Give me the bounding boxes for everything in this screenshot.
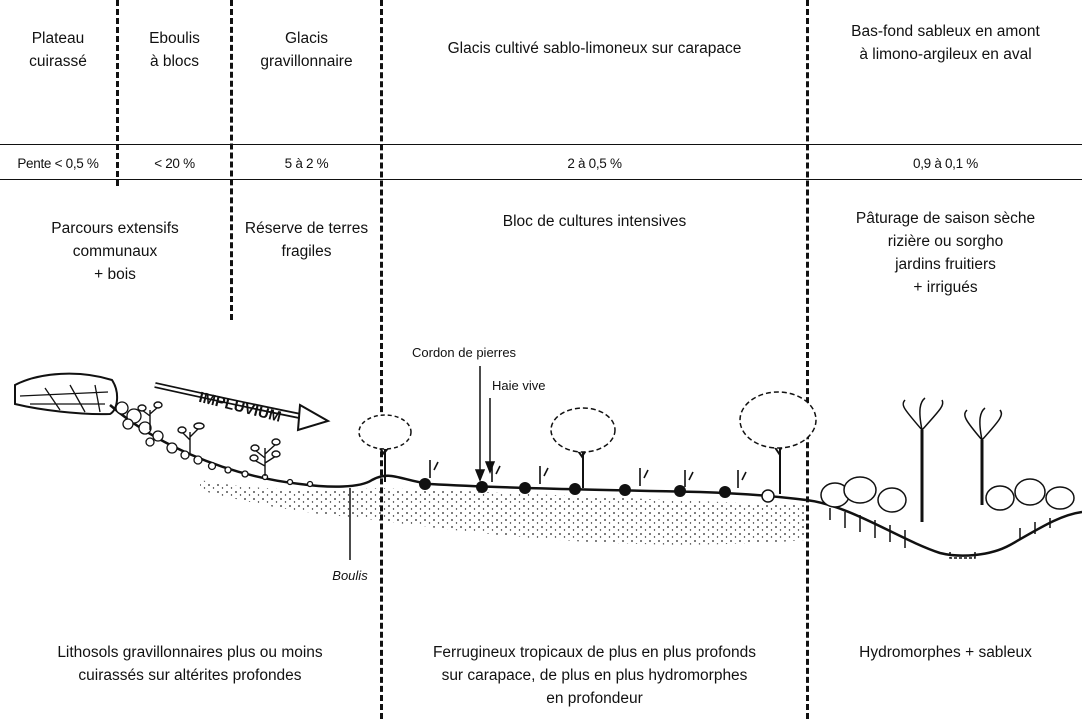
ground-surface xyxy=(109,404,807,502)
soil-description: Ferrugineux tropicaux de plus en plus pr… xyxy=(432,644,757,707)
landform-label: Glacis cultivé sablo-limoneux sur carapa… xyxy=(447,40,742,57)
table-divider-line xyxy=(0,179,1082,180)
plateau-crust xyxy=(14,372,118,416)
slope-value: < 20 % xyxy=(154,156,195,171)
land-use-label: Réserve de terres fragiles xyxy=(244,220,369,260)
landform-label: Bas-fond sableux en amont à limono-argil… xyxy=(851,23,1040,63)
hedge-label: Haie vive xyxy=(492,378,546,393)
boulders xyxy=(115,401,314,488)
land-use-label: Pâturage de saison sèche rizière ou sorg… xyxy=(855,210,1036,296)
stone-cordons xyxy=(419,478,731,498)
lowland-vegetation xyxy=(820,397,1075,548)
table-divider-line xyxy=(0,144,1082,145)
lowland-surface xyxy=(805,498,1082,557)
soil-description: Hydromorphes + sableux xyxy=(859,644,1032,661)
slope-value: 5 à 2 % xyxy=(284,156,329,171)
soil-description: Lithosols gravillonnaires plus ou moins … xyxy=(57,644,323,684)
landform-label: Glacis gravillonnaire xyxy=(260,30,353,70)
label-pointers xyxy=(349,366,496,560)
land-use-label: Parcours extensifs communaux + bois xyxy=(51,220,179,283)
column-divider xyxy=(380,0,383,719)
stone-line-label: Cordon de pierres xyxy=(412,345,517,360)
slope-value: 2 à 0,5 % xyxy=(567,156,622,171)
slope-value: 0,9 à 0,1 % xyxy=(913,156,978,171)
column-divider xyxy=(116,0,119,186)
landform-label: Plateau cuirassé xyxy=(29,30,87,70)
shrubs xyxy=(137,401,281,476)
trees xyxy=(358,391,817,494)
impluvium-arrow xyxy=(154,382,331,432)
landform-label: Eboulis à blocs xyxy=(149,30,200,70)
boulis-label: Boulis xyxy=(332,568,368,583)
column-divider xyxy=(806,0,809,719)
column-divider xyxy=(230,0,233,320)
subsoil-layer xyxy=(200,480,806,545)
slope-value: Pente < 0,5 % xyxy=(17,156,99,171)
land-use-label: Bloc de cultures intensives xyxy=(502,213,687,230)
